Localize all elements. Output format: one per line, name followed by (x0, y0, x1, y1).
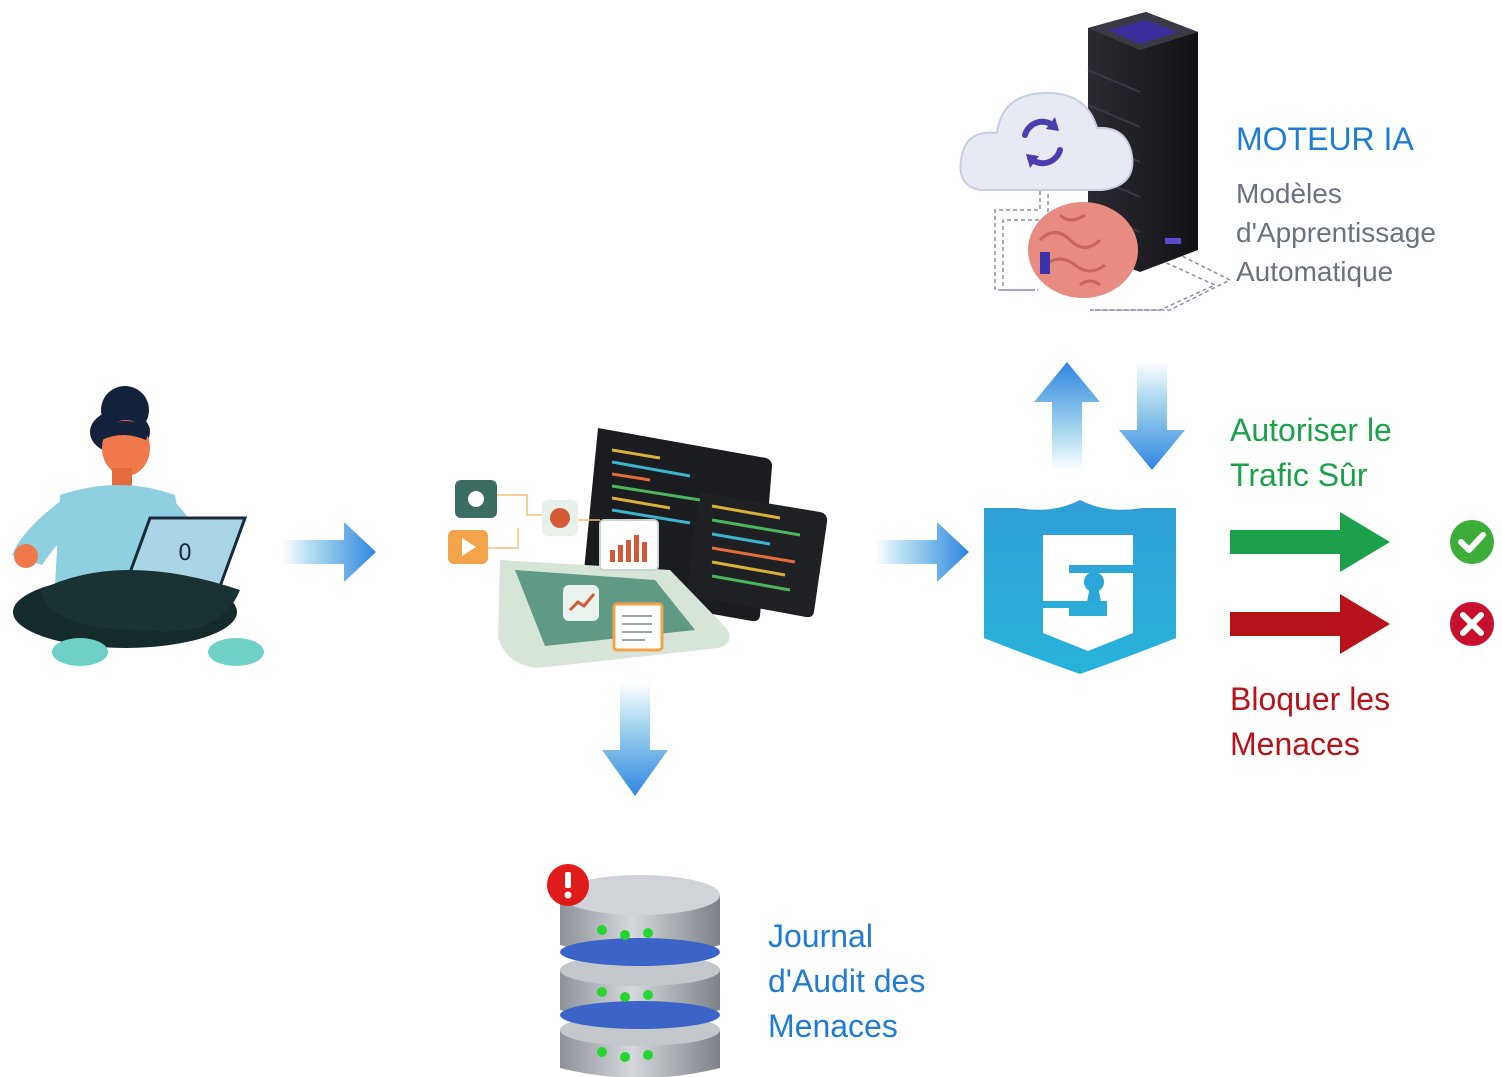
allow-label: Autoriser le Trafic Sûr (1230, 408, 1392, 498)
allow-label-line: Trafic Sûr (1230, 457, 1368, 493)
journal-label: Journal d'Audit des Menaces (768, 914, 925, 1049)
block-arrow (1230, 594, 1390, 654)
flow-arrow-to-ai (1034, 362, 1100, 470)
ai-engine-subtitle: Modèles d'Apprentissage Automatique (1236, 174, 1436, 291)
ai-server-brain-icon (959, 12, 1232, 311)
journal-label-line: Menaces (768, 1008, 898, 1044)
flow-arrow-from-ai (1119, 362, 1185, 470)
journal-label-line: Journal (768, 918, 873, 954)
allow-label-line: Autoriser le (1230, 412, 1392, 448)
block-label-line: Menaces (1230, 726, 1360, 762)
database-alert-icon (547, 864, 720, 1077)
journal-label-line: d'Audit des (768, 963, 926, 999)
flow-arrow-apps-to-journal (602, 683, 668, 796)
allow-arrow (1230, 512, 1390, 572)
block-label-line: Bloquer les (1230, 681, 1391, 717)
ai-engine-subtitle-line: Modèles (1236, 178, 1342, 209)
ai-engine-title: MOTEUR IA (1236, 121, 1414, 157)
block-label: Bloquer les Menaces (1230, 677, 1390, 767)
flow-arrow-user-to-apps (282, 522, 376, 582)
ai-engine-subtitle-line: Automatique (1236, 256, 1394, 287)
check-circle-icon (1450, 520, 1494, 564)
svg-text:0: 0 (178, 541, 192, 566)
flow-arrow-apps-to-shield (875, 522, 969, 582)
x-circle-icon (1450, 602, 1494, 646)
ai-engine-subtitle-line: d'Apprentissage (1236, 217, 1436, 248)
security-shield-icon (984, 500, 1176, 674)
person-with-laptop-icon: 0 (12, 386, 264, 666)
laptop-applications-icon (448, 428, 828, 668)
